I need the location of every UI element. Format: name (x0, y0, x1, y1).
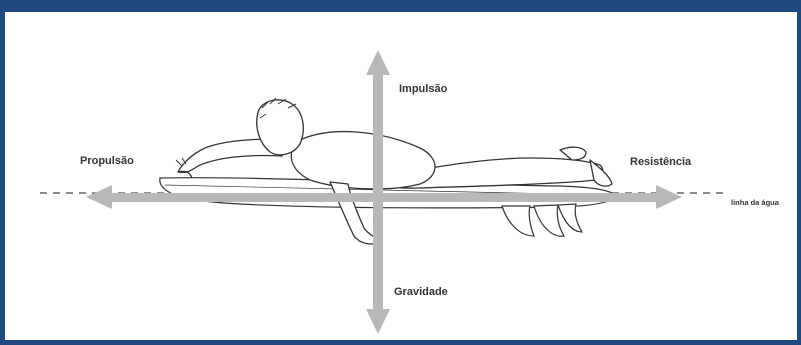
arrow-up-impulsao (366, 50, 390, 75)
surfboard-fins (502, 204, 582, 236)
label-linha-da-agua: linha da água (731, 198, 780, 207)
label-resistencia: Resistência (630, 156, 692, 168)
label-impulsao: Impulsão (399, 83, 448, 95)
label-gravidade: Gravidade (394, 286, 448, 298)
label-propulsao: Propulsão (80, 155, 134, 167)
arrow-right-resistencia (656, 185, 682, 209)
horizontal-arrow-shaft (110, 193, 658, 202)
arrow-down-gravidade (366, 309, 390, 334)
arrow-left-propulsao (86, 185, 112, 209)
